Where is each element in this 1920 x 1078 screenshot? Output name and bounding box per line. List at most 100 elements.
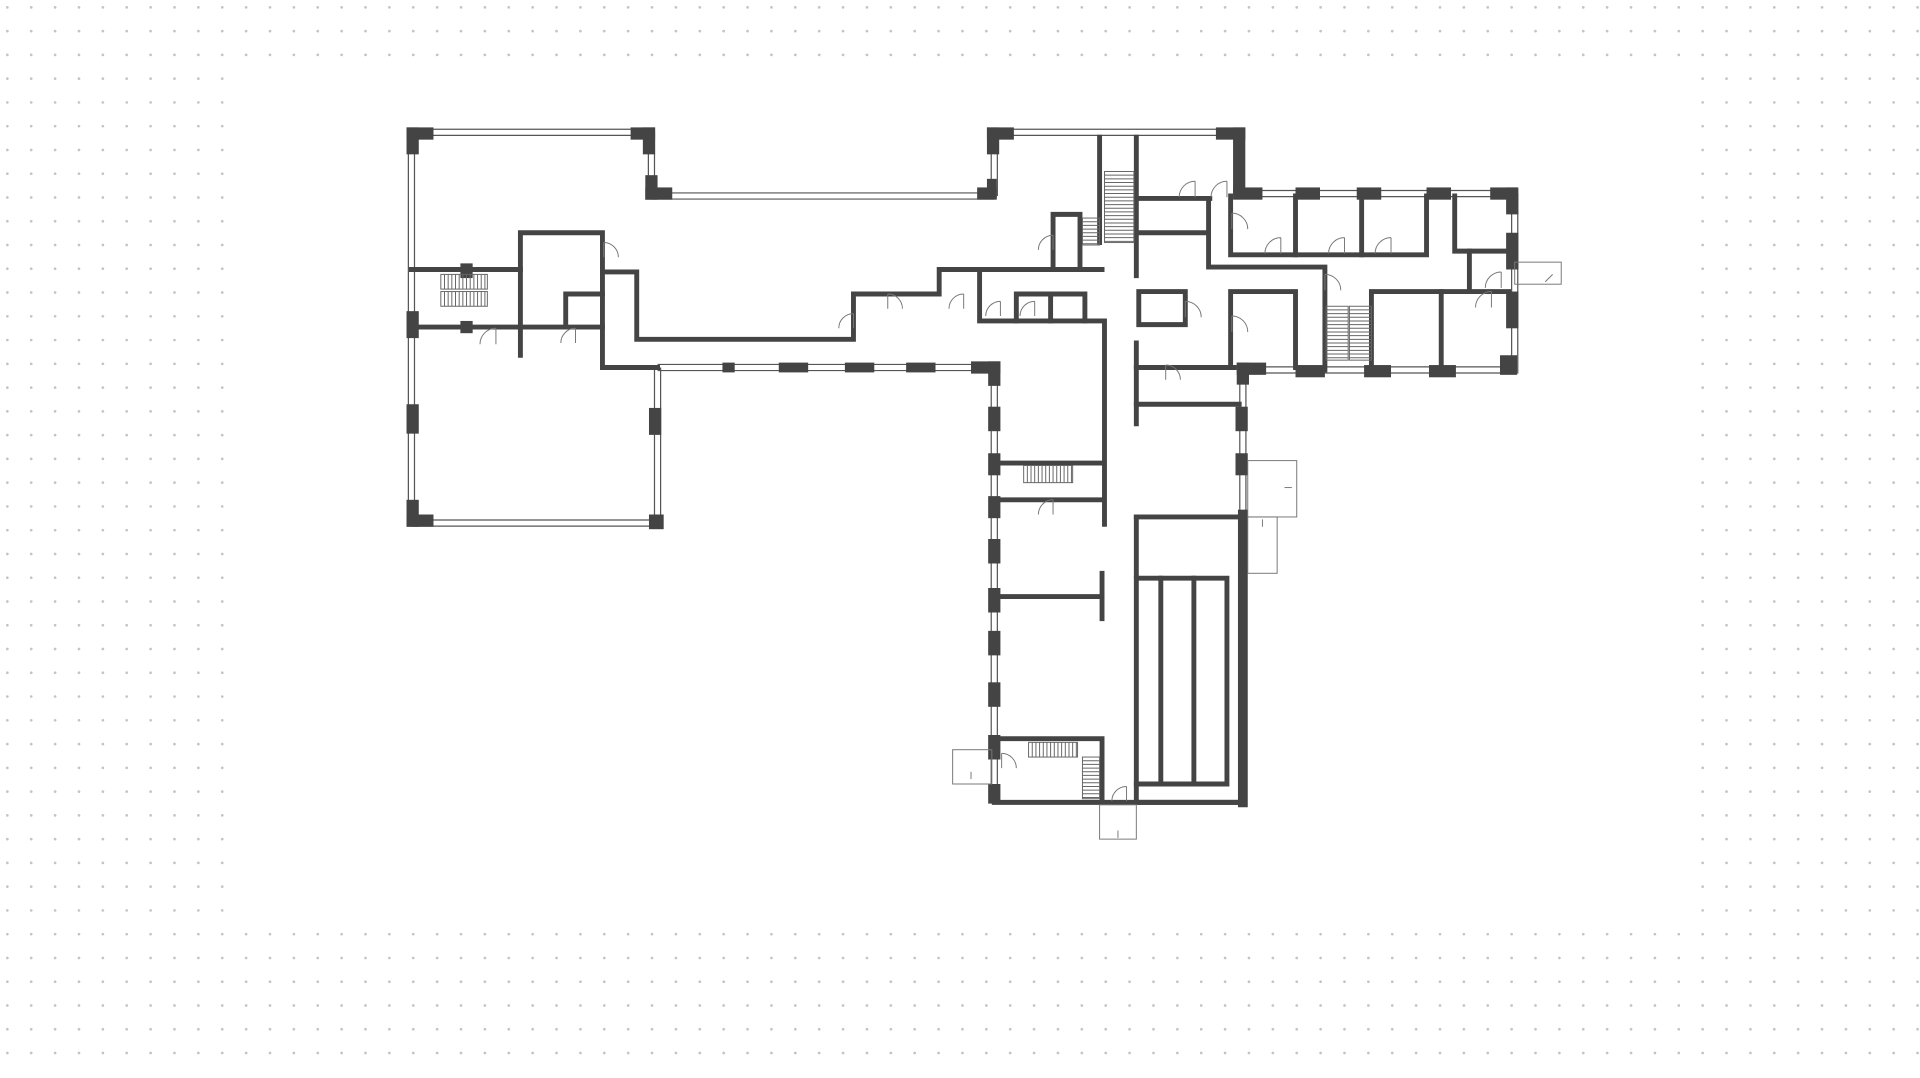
grid-dot (602, 6, 606, 9)
grid-dot (1892, 101, 1896, 104)
grid-dot (1868, 790, 1872, 793)
grid-dot (53, 956, 57, 960)
grid-dot (388, 6, 391, 9)
grid-dot (1701, 314, 1704, 318)
grid-dot (316, 980, 320, 984)
grid-dot (77, 1027, 81, 1031)
grid-dot (220, 1004, 224, 1007)
grid-dot (1772, 552, 1776, 556)
grid-dot (29, 267, 33, 271)
grid-dot (1892, 29, 1896, 33)
grid-dot (1486, 1004, 1490, 1007)
grid-dot (1199, 29, 1203, 33)
grid-dot (1176, 29, 1179, 33)
grid-dot (101, 837, 105, 841)
grid-dot (1367, 1027, 1370, 1031)
grid-dot (340, 53, 343, 57)
grid-dot (1008, 29, 1012, 33)
grid-dot (1892, 837, 1896, 841)
grid-dot (1916, 338, 1919, 342)
grid-dot (1247, 6, 1251, 9)
grid-dot (483, 980, 487, 984)
grid-dot (1414, 1027, 1418, 1031)
grid-dot (316, 932, 320, 936)
grid-dot (173, 386, 176, 389)
grid-dot (1868, 29, 1872, 33)
grid-dot (1796, 172, 1800, 176)
grid-dot (817, 956, 821, 960)
grid-dot (483, 932, 487, 936)
grid-dot (1462, 53, 1466, 57)
grid-dot (1128, 932, 1131, 936)
grid-dot (1892, 314, 1896, 318)
grid-dot (1271, 1004, 1275, 1007)
grid-dot (1844, 433, 1848, 437)
grid-dot (1844, 29, 1848, 33)
grid-dot (101, 932, 105, 936)
grid-dot (149, 291, 152, 294)
grid-dot (1868, 6, 1872, 9)
grid-dot (555, 956, 558, 960)
grid-dot (841, 956, 845, 960)
grid-dot (1223, 932, 1227, 936)
grid-dot (1820, 909, 1824, 912)
grid-dot (1104, 1051, 1108, 1055)
grid-dot (411, 956, 415, 960)
grid-dot (1844, 101, 1848, 104)
grid-dot (1844, 1027, 1848, 1031)
grid-dot (650, 29, 654, 33)
grid-dot (125, 600, 129, 603)
grid-dot (1558, 6, 1561, 9)
grid-dot (1796, 885, 1800, 889)
grid-dot (149, 980, 152, 984)
pillar (906, 362, 936, 373)
grid-dot (1916, 6, 1919, 9)
grid-dot (1892, 196, 1896, 199)
grid-dot (101, 386, 105, 389)
grid-dot (6, 148, 9, 152)
grid-dot (1295, 980, 1299, 984)
grid-dot (984, 1027, 988, 1031)
grid-dot (1820, 718, 1824, 722)
grid-dot (937, 1027, 940, 1031)
grid-dot (1820, 124, 1824, 128)
grid-dot (53, 505, 57, 508)
grid-dot (1892, 1004, 1896, 1007)
grid-dot (29, 314, 33, 318)
grid-dot (961, 956, 964, 960)
pillar (406, 404, 419, 434)
grid-dot (1844, 647, 1848, 651)
grid-dot (1892, 148, 1896, 152)
grid-dot (77, 53, 81, 57)
grid-dot (1629, 932, 1633, 936)
grid-dot (435, 932, 439, 936)
grid-dot (913, 1051, 917, 1055)
grid-dot (1534, 29, 1537, 33)
grid-dot (1653, 6, 1657, 9)
wall (1133, 781, 1246, 805)
grid-dot (961, 29, 964, 33)
grid-dot (1104, 29, 1108, 33)
porch (1514, 261, 1562, 285)
grid-dot (197, 6, 200, 9)
grid-dot (531, 29, 534, 33)
grid-dot (6, 505, 9, 508)
grid-dot (1796, 362, 1800, 366)
grid-dot (125, 362, 129, 366)
grid-dot (1438, 980, 1442, 984)
grid-dot (1796, 219, 1800, 223)
grid-dot (865, 29, 869, 33)
grid-dot (1916, 481, 1919, 484)
stairs (440, 171, 1372, 800)
grid-dot (220, 742, 224, 746)
grid-dot (388, 1027, 391, 1031)
grid-dot (197, 1051, 200, 1055)
grid-dot (197, 1027, 200, 1031)
grid-dot (841, 932, 845, 936)
grid-dot (1653, 53, 1657, 57)
grid-dot (1367, 1051, 1370, 1055)
grid-dot (817, 29, 821, 33)
grid-dot (459, 29, 463, 33)
grid-dot (29, 505, 33, 508)
grid-dot (984, 932, 988, 936)
